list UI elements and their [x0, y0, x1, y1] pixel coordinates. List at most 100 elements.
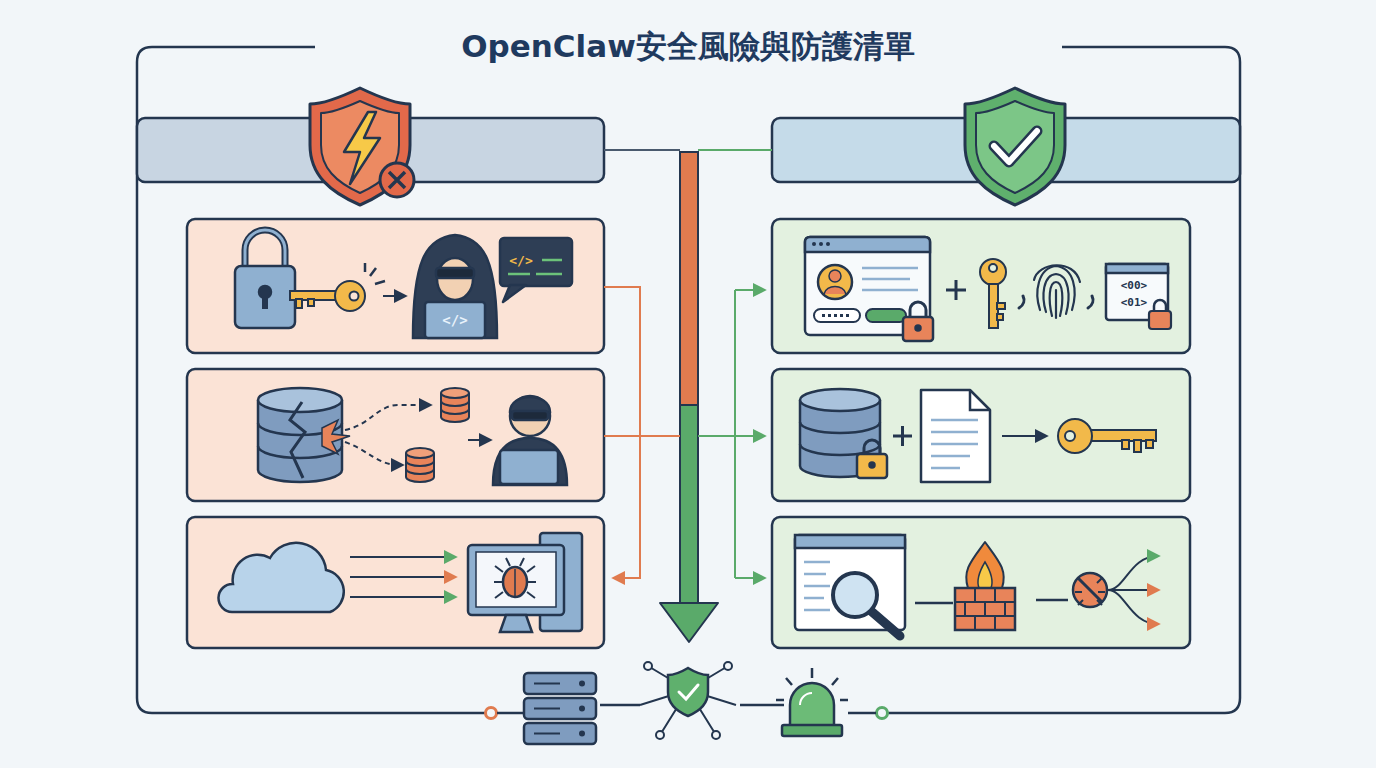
blocked-threat-icon [1073, 573, 1107, 607]
key-icon [980, 259, 1006, 328]
infected-computer [503, 567, 527, 597]
link-line [740, 704, 784, 707]
protected-network-icon [644, 662, 652, 670]
key-icon [335, 281, 365, 311]
thief-figure [512, 411, 548, 420]
key-icon [980, 259, 1006, 285]
blocked-threat-icon [1108, 556, 1158, 590]
encrypted-database [800, 389, 880, 411]
fingerprint-icon [1034, 265, 1080, 318]
firewall-icon [955, 588, 1015, 630]
defense-shield-icon [965, 88, 1065, 205]
cloud-icon [218, 543, 343, 612]
protected-network-icon [640, 666, 736, 735]
encryption-key-icon [1065, 431, 1075, 441]
infected-computer [476, 552, 556, 607]
alarm-light-icon [800, 693, 812, 705]
risk-panel [187, 219, 604, 648]
server-stack-icon [579, 706, 585, 712]
blocked-threat-icon [1108, 590, 1158, 624]
risk-connector [604, 287, 640, 578]
lock-badge [916, 326, 921, 331]
link-line [600, 704, 640, 707]
monitoring-window [833, 573, 877, 617]
defense-connector [735, 289, 764, 291]
padlock-icon [245, 230, 285, 268]
header-link [698, 149, 772, 151]
database-icon [258, 388, 350, 482]
header-link [604, 149, 680, 151]
defense-shield-icon [994, 131, 1037, 162]
defense-panel [772, 517, 1190, 648]
flow-arrow [1002, 435, 1046, 437]
protected-network-icon [656, 731, 664, 739]
login-window [812, 242, 816, 246]
risk-shield-icon [310, 88, 414, 205]
diagram-title: OpenClaw安全風險與防護清單 [461, 26, 915, 68]
thief-figure [493, 438, 567, 485]
firewall-icon [955, 542, 1015, 630]
hacker-figure [413, 235, 497, 338]
defense-panel [772, 219, 1190, 353]
thief-figure [500, 450, 558, 484]
blocked-threat-icon [1078, 578, 1102, 602]
risk-connector [604, 435, 680, 437]
encryption-key-icon [1058, 419, 1156, 453]
attack-arrows [350, 556, 455, 558]
icon-glyph-text: </> [509, 254, 532, 267]
attack-arrows [350, 576, 455, 578]
central-flow-arrow [680, 405, 698, 605]
key-icon [997, 314, 1003, 320]
login-window [824, 287, 846, 295]
fingerprint-icon [1034, 265, 1080, 282]
defense-connector [698, 435, 764, 437]
flow-arrow [383, 295, 405, 297]
key-icon [350, 292, 359, 301]
firewall-icon [978, 562, 992, 588]
risk-panel [187, 369, 604, 501]
lock-badge [1149, 311, 1171, 329]
hacker-figure [436, 268, 474, 278]
encrypted-database [870, 463, 875, 468]
padlock-icon [235, 230, 295, 328]
small-database-icon [441, 401, 469, 414]
defense-shield-icon [976, 101, 1054, 193]
infected-computer [468, 545, 564, 615]
comma-mark [1019, 296, 1024, 308]
thief-figure [510, 396, 550, 436]
encryption-key-icon [1146, 440, 1153, 448]
lock-badge [903, 302, 933, 341]
protected-network-icon [724, 662, 732, 670]
thief-figure [493, 396, 567, 485]
encryption-key-icon [1122, 440, 1129, 449]
alarm-light-icon [782, 725, 842, 736]
hacker-figure [437, 258, 473, 300]
icon-glyph-text: </> [442, 313, 467, 327]
risk-shield-icon [344, 112, 380, 184]
protected-network-icon [679, 685, 698, 699]
key-icon [997, 303, 1005, 309]
defense-shield-icon [994, 131, 1037, 162]
alarm-light-icon [776, 668, 848, 700]
key-icon [308, 299, 314, 306]
attack-arrows [350, 557, 455, 597]
login-window [862, 268, 918, 290]
firewall-icon [955, 588, 1015, 630]
monitoring-window [795, 535, 905, 636]
encrypted-database [800, 422, 880, 455]
fingerprint-icon [1055, 290, 1057, 318]
server-stack-icon [524, 673, 596, 744]
monitoring-window [795, 535, 905, 548]
link-line [848, 712, 876, 715]
code-speech-bubble [503, 285, 526, 302]
padlock-icon [245, 230, 285, 268]
infected-computer [494, 558, 536, 598]
server-stack-icon [534, 684, 560, 734]
encryption-key-icon [1134, 440, 1141, 452]
key-icon [290, 263, 385, 311]
small-database-icon [406, 448, 434, 458]
lock-badge [910, 302, 926, 318]
padlock-icon [262, 294, 268, 309]
